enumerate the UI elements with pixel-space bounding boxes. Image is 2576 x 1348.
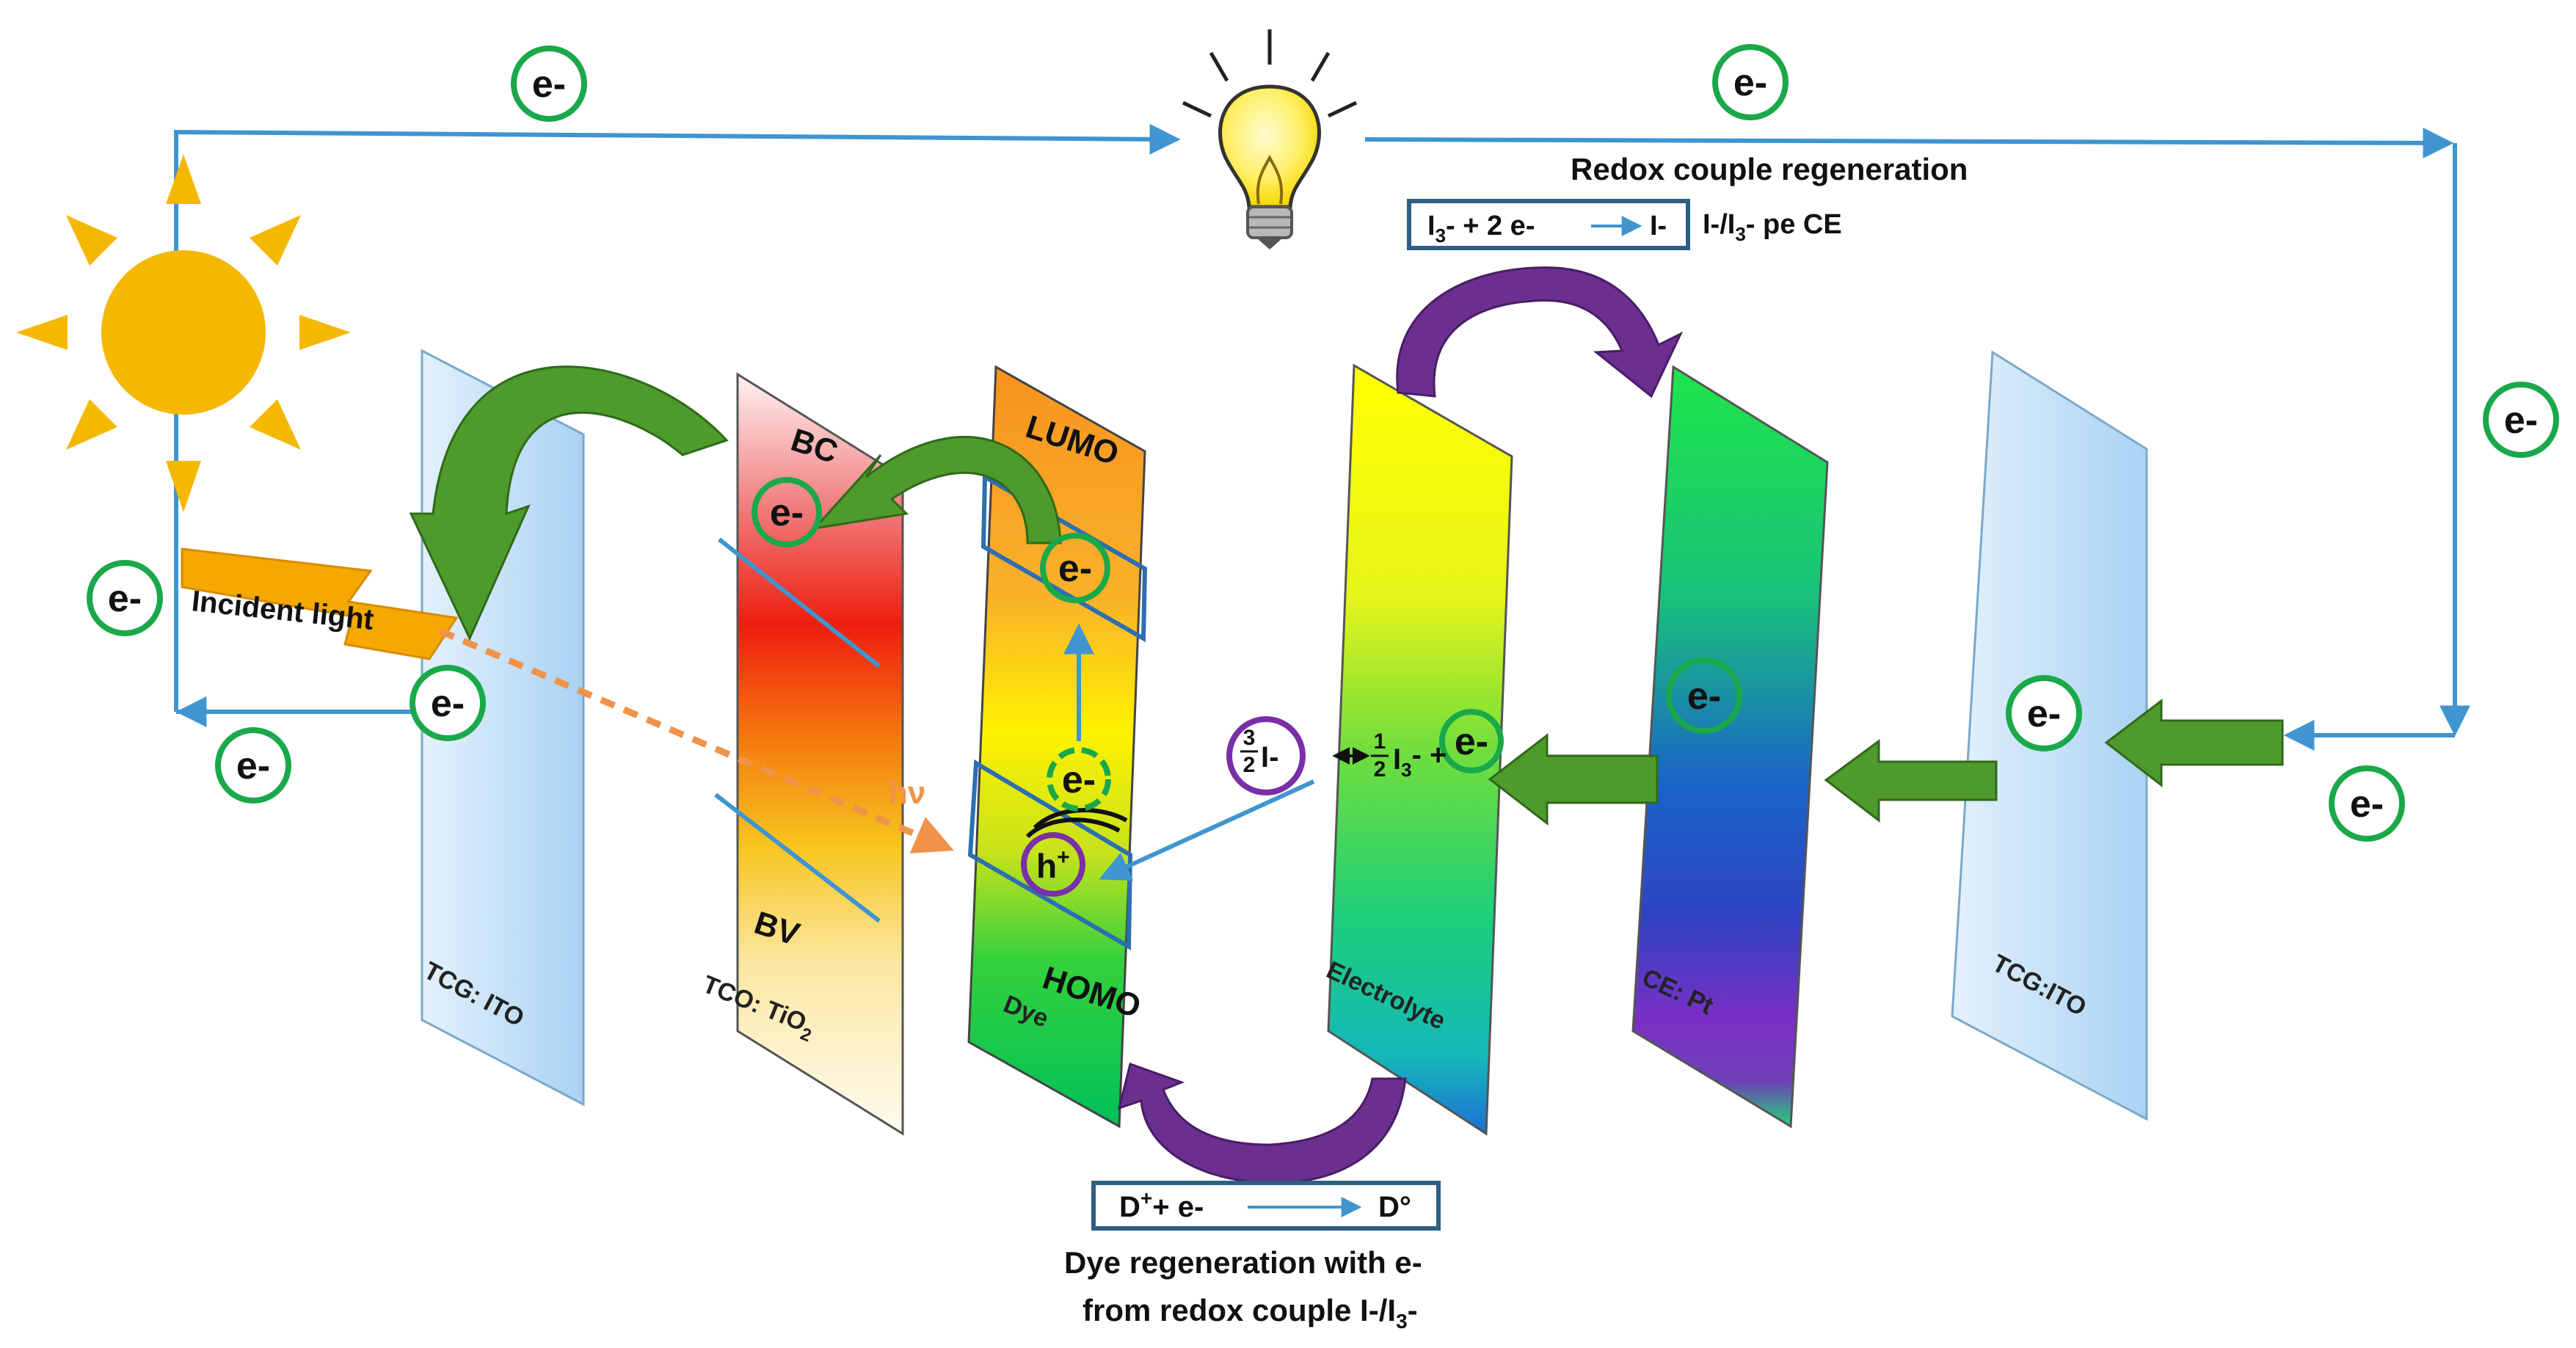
electron-dye-excited: e- [1047, 747, 1111, 812]
sun-icon [16, 154, 351, 512]
hv-label: hν [888, 775, 925, 811]
redox-side-rest: - pe CE [1746, 209, 1842, 240]
svg-text:h+: h+ [1036, 845, 1070, 885]
svg-text:e-: e- [770, 492, 804, 534]
electron-left-wire: e- [87, 560, 163, 636]
iodide-label: I- [1261, 741, 1278, 773]
svg-text:e-: e- [1455, 721, 1488, 763]
hole-arcs [1025, 808, 1128, 839]
electron-right-wire: e- [2483, 382, 2559, 458]
purple-curve-arrows [1117, 266, 1684, 1184]
electron-ce: e- [1666, 657, 1742, 734]
svg-text:e-: e- [1687, 675, 1721, 718]
electron-top-left: e- [511, 45, 587, 122]
frac3-den: 2 [1243, 753, 1256, 777]
green-straight-arrows [1488, 698, 2284, 826]
svg-text:e-: e- [2027, 693, 2061, 735]
electron-dye-lumo: e- [1040, 533, 1110, 603]
svg-text:e-: e- [1058, 547, 1092, 590]
svg-text:e-: e- [236, 745, 270, 787]
svg-text:e-: e- [532, 63, 566, 106]
electron-top-right: e- [1712, 44, 1789, 120]
external-circuit [174, 123, 2470, 751]
green-curve-arrows [409, 365, 1062, 641]
hole-sup: + [1057, 845, 1070, 870]
dye-regen-line1: Dye regeneration with e- [1064, 1245, 1422, 1280]
incident-light-bolt [181, 547, 459, 660]
triiodide-rest: - + [1412, 739, 1447, 771]
dye-eq-left: D [1119, 1191, 1140, 1223]
electron-markers: e- e- e- e- e- e- e- e- e- e- e- e- e- [87, 44, 2559, 842]
redox-eq-sub: 3 [1436, 225, 1446, 247]
dye-regen-line2-sub: 3 [1396, 1310, 1408, 1333]
dye-regen-equation: D++ e- [1119, 1187, 1204, 1223]
dye-regen-line2: from redox couple I-/I3- [1083, 1293, 1418, 1333]
iodide-marker: 3 2 I- [1226, 716, 1306, 795]
redox-side-note: I-/I3- pe CE [1703, 209, 1842, 245]
tco-band-lines [714, 537, 881, 923]
svg-text:e-: e- [1062, 759, 1096, 801]
svg-text:I3- +: I3- + [1393, 739, 1447, 781]
hv-ray [439, 627, 954, 853]
electron-tco-bc: e- [752, 477, 822, 547]
internal-transfer-arrows [1063, 623, 1315, 881]
triiodide-expression: 1 2 I3- + [1371, 729, 1447, 782]
panel-dye [967, 365, 1146, 1129]
redox-equation: I3- + 2 e- [1427, 211, 1535, 247]
electron-bottom-left: e- [215, 727, 291, 804]
svg-text:e-: e- [108, 578, 142, 620]
panel-electrolyte [1327, 363, 1513, 1136]
hole-label: h [1036, 847, 1057, 885]
dye-regen-line2-main: from redox couple I-/I [1083, 1293, 1396, 1327]
dye-eq-right: D° [1378, 1191, 1411, 1223]
frac3-num: 3 [1243, 726, 1256, 750]
panel-ce-pt [1631, 365, 1829, 1129]
dye-eq-sup: + [1140, 1187, 1152, 1209]
frac1-den: 2 [1374, 757, 1386, 782]
triiodide-sub: 3 [1401, 759, 1411, 781]
svg-text:e-: e- [1733, 62, 1767, 104]
electron-bottom-right: e- [2329, 765, 2405, 842]
redox-title: Redox couple regeneration [1571, 152, 1968, 186]
dye-eq-rest: + e- [1152, 1191, 1204, 1223]
hole-marker: h+ [1021, 832, 1085, 897]
electron-tcg-right: e- [2006, 675, 2082, 751]
redox-eq-right: I- [1650, 211, 1667, 241]
electron-electrolyte: e- [1439, 709, 1504, 773]
redox-eq-left: I [1427, 211, 1436, 241]
triiodide-label: I [1393, 743, 1401, 776]
redox-eq-rest: - + 2 e- [1446, 211, 1535, 241]
frac1-num: 1 [1374, 729, 1386, 754]
redox-side: I-/I [1703, 209, 1735, 240]
dye-regen-line2-end: - [1408, 1293, 1418, 1327]
redox-equation-box [1407, 199, 1690, 250]
electron-tcg-left: e- [410, 665, 486, 741]
svg-text:e-: e- [431, 682, 465, 725]
redox-side-sub: 3 [1735, 223, 1745, 245]
light-bulb-icon [1182, 29, 1358, 249]
svg-text:e-: e- [2504, 399, 2538, 442]
svg-text:e-: e- [2350, 783, 2384, 826]
